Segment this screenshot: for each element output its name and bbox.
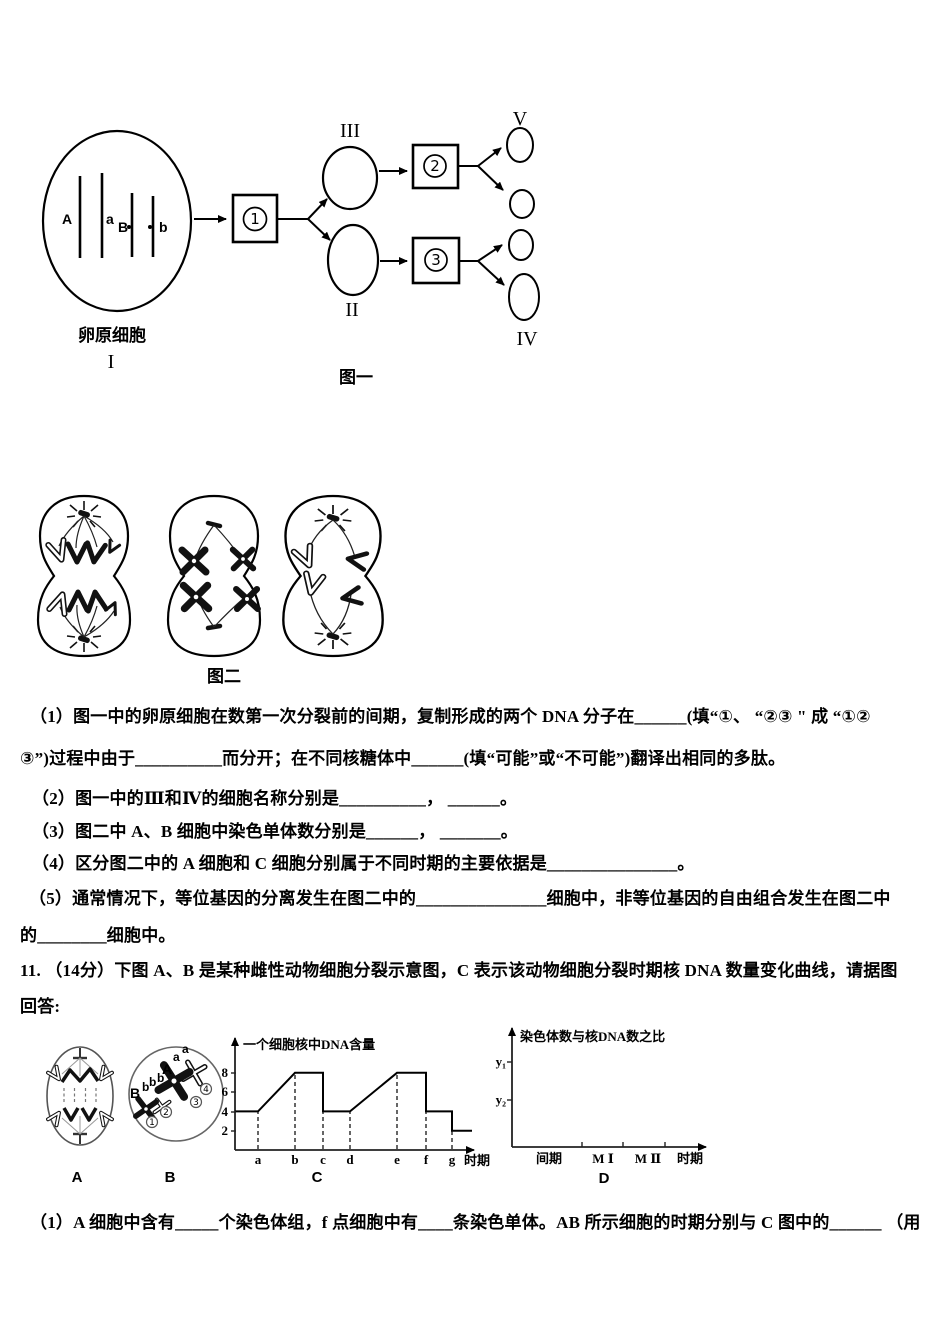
process-1-number: 1 xyxy=(250,210,260,228)
chart-c-xtick-e: e xyxy=(394,1152,400,1167)
question-5-line-1: （5）通常情况下，等位基因的分离发生在图二中的_______________细胞… xyxy=(29,889,891,908)
chart-c-curve xyxy=(235,1071,472,1149)
centromere-dot xyxy=(148,225,152,229)
chart-c: 一个细胞核中DNA含量 8 6 4 2 a b c d e f g 时期 C xyxy=(222,1037,490,1186)
process-3-number: 3 xyxy=(431,251,441,269)
chart-c-xlabel: 时期 xyxy=(464,1153,490,1168)
chart-c-title: 一个细胞核中DNA含量 xyxy=(243,1037,375,1052)
figure2-cell-c xyxy=(282,494,384,658)
question-3: （3）图二中 A、B 细胞中染色单体数分别是______， _______。 xyxy=(32,822,518,841)
chart-c-xtick-f: f xyxy=(424,1152,429,1167)
q11-cell-a-label: A xyxy=(72,1169,83,1186)
chart-c-xtick-b: b xyxy=(291,1152,298,1167)
process-box-2: 2 xyxy=(411,143,460,190)
q11-b-letter-a: a xyxy=(182,1042,189,1056)
question-2: （2）图一中的Ⅲ和Ⅳ的细胞名称分别是__________， ______。 xyxy=(32,789,518,808)
svg-text:4: 4 xyxy=(203,1085,209,1095)
q11-b-letter-b: b xyxy=(157,1071,164,1085)
q11-cell-b: A a a B b b b 1 2 3 4 xyxy=(128,1042,224,1142)
q11-b-letter-B: B xyxy=(130,1085,140,1101)
chart-c-ytick-2: 2 xyxy=(222,1123,229,1138)
chart-d-xlabel: 时期 xyxy=(677,1151,703,1166)
chart-c-dna-curve xyxy=(235,1071,472,1132)
flow-arrows xyxy=(194,147,505,286)
oogonium-cell-outline xyxy=(41,129,193,313)
process-2-number: 2 xyxy=(430,157,440,175)
cell-III-label: III xyxy=(340,120,360,142)
chart-d-xtick-interphase: 间期 xyxy=(536,1151,562,1166)
chart-c-xtick-a: a xyxy=(255,1152,262,1167)
chart-c-xtick-c: c xyxy=(320,1152,326,1167)
question-11-intro-line-2: 回答: xyxy=(20,997,61,1016)
q11-b-number-1: 1 xyxy=(145,1115,159,1129)
chart-d-xtick-m1: M Ⅰ xyxy=(592,1151,614,1166)
oogonium-chromosomes xyxy=(78,173,155,258)
cell-II-outline xyxy=(326,223,380,297)
product-cell-outline xyxy=(506,127,534,163)
question-11-sub-1: （1）A 细胞中含有_____个染色体组，f 点细胞中有____条染色单体。AB… xyxy=(30,1213,921,1232)
chromosome-label-B: B xyxy=(118,219,128,235)
figure2-caption: 图二 xyxy=(207,667,241,686)
chart-c-xtick-g: g xyxy=(449,1152,456,1167)
svg-text:3: 3 xyxy=(193,1098,199,1108)
chart-c-ytick-8: 8 xyxy=(222,1065,229,1080)
chart-d-panel-label: D xyxy=(599,1170,610,1187)
chart-c-ytick-4: 4 xyxy=(222,1104,229,1119)
q11-b-letter-A: A xyxy=(162,1061,172,1077)
figure2-cell-a xyxy=(36,494,132,658)
cell-II-label: II xyxy=(345,299,358,321)
chart-d-xtick-m2: M Ⅱ xyxy=(635,1151,662,1166)
q11-cell-b-label: B xyxy=(165,1169,176,1186)
figure1-diagram: A a B b 卵原细胞 I 1 2 xyxy=(41,108,540,387)
question-5-line-2: 的________细胞中。 xyxy=(20,926,176,945)
chart-d-ytick-y2: y₂ xyxy=(496,1092,507,1107)
q11-cell-a xyxy=(46,1046,114,1146)
product-cell-outline xyxy=(509,189,535,219)
chromosome-label-A: A xyxy=(62,211,72,227)
product-cell-outline xyxy=(508,229,534,261)
process-box-3: 3 xyxy=(411,236,461,285)
cell-IV-label: IV xyxy=(516,328,538,350)
q11-b-number-2: 2 xyxy=(159,1105,173,1119)
q11-b-number-3: 3 xyxy=(189,1095,203,1109)
question-4: （4）区分图二中的 A 细胞和 C 细胞分别属于不同时期的主要依据是______… xyxy=(32,854,695,873)
oogonium-numeral: I xyxy=(108,351,115,373)
process-box-1: 1 xyxy=(231,193,279,244)
figure2-cell-b xyxy=(166,494,262,658)
chromosome-label-b: b xyxy=(159,219,168,235)
chromosome-label-a: a xyxy=(106,211,114,227)
q11-b-number-4: 4 xyxy=(199,1082,213,1096)
cell-III-outline xyxy=(321,145,379,211)
q11-b-letter-b: b xyxy=(149,1075,156,1089)
centromere-dot xyxy=(127,225,131,229)
question-1-line-1: （1）图一中的卵原细胞在数第一次分裂前的间期，复制形成的两个 DNA 分子在__… xyxy=(30,707,871,726)
figure2-diagram: 图二 xyxy=(36,494,384,686)
q11-b-letter-b: b xyxy=(142,1080,149,1094)
oogonium-name: 卵原细胞 xyxy=(78,325,146,345)
svg-text:1: 1 xyxy=(149,1118,155,1128)
figure1-caption: 图一 xyxy=(339,368,373,387)
product-cell-outline xyxy=(508,273,540,321)
q11-b-letter-a: a xyxy=(173,1050,180,1064)
chart-d-title: 染色体数与核DNA数之比 xyxy=(519,1029,665,1044)
question-1-line-2: ③”)过程中由于__________而分开；在不同核糖体中______(填“可能… xyxy=(20,749,786,768)
svg-text:2: 2 xyxy=(163,1108,169,1118)
chart-d-ytick-y1: y₁ xyxy=(496,1054,507,1069)
chart-d: 染色体数与核DNA数之比 y₁ y₂ 间期 M Ⅰ M Ⅱ 时期 D xyxy=(496,1027,707,1187)
chart-c-panel-label: C xyxy=(312,1169,323,1186)
chart-c-xtick-d: d xyxy=(346,1152,354,1167)
cell-V-label: V xyxy=(513,108,528,130)
chart-c-ytick-6: 6 xyxy=(222,1084,229,1099)
question-11-intro-line-1: 11. （14分）下图 A、B 是某种雌性动物细胞分裂示意图，C 表示该动物细胞… xyxy=(20,961,898,980)
